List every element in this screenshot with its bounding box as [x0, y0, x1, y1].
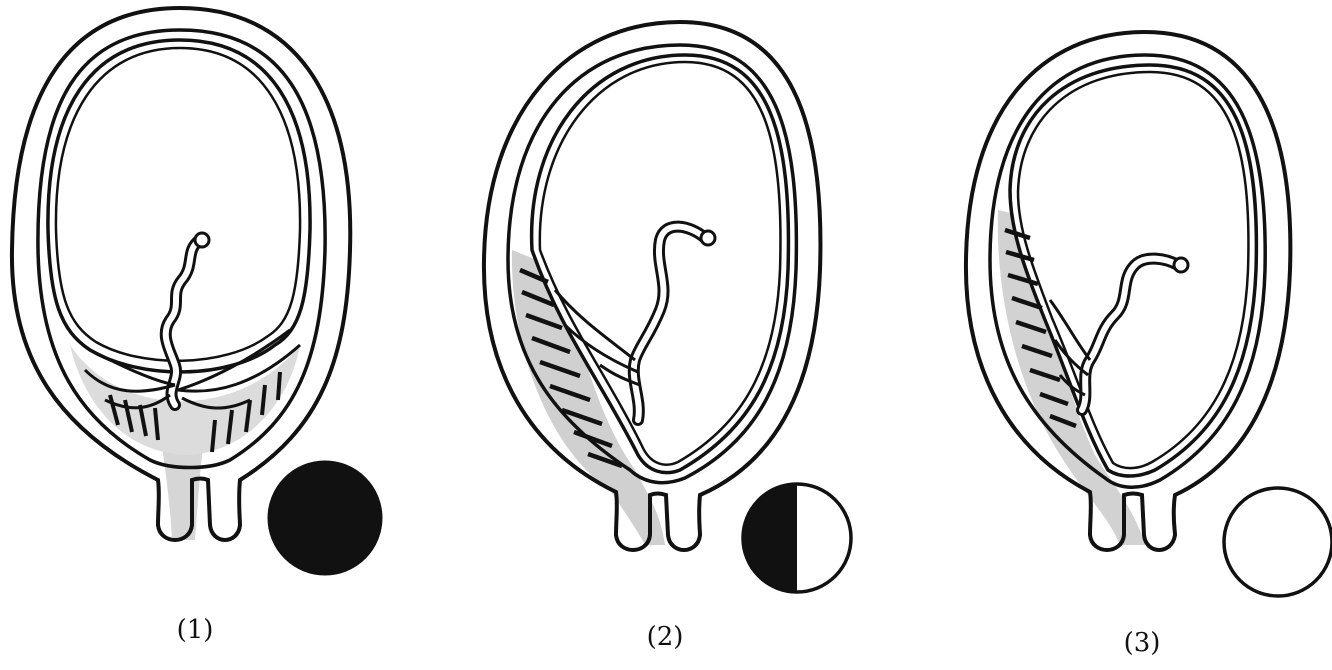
indicator-full-circle [269, 462, 381, 574]
indicator-half-circle [743, 484, 851, 592]
cord-end [1174, 258, 1188, 272]
cord-end [701, 231, 715, 245]
figure-1-drawing [0, 0, 410, 670]
figure-2-label: (2) [647, 622, 684, 652]
figure-2 [470, 0, 890, 670]
figure-1-label: (1) [177, 615, 214, 645]
amniotic-sac [48, 40, 310, 372]
figure-3-drawing [950, 0, 1332, 670]
indicator-empty-circle [1224, 488, 1332, 596]
figure-3 [950, 0, 1332, 670]
figure-1 [0, 0, 410, 670]
figure-2-drawing [470, 0, 890, 670]
figure-3-label: (3) [1124, 628, 1161, 658]
cord-end [195, 233, 209, 247]
